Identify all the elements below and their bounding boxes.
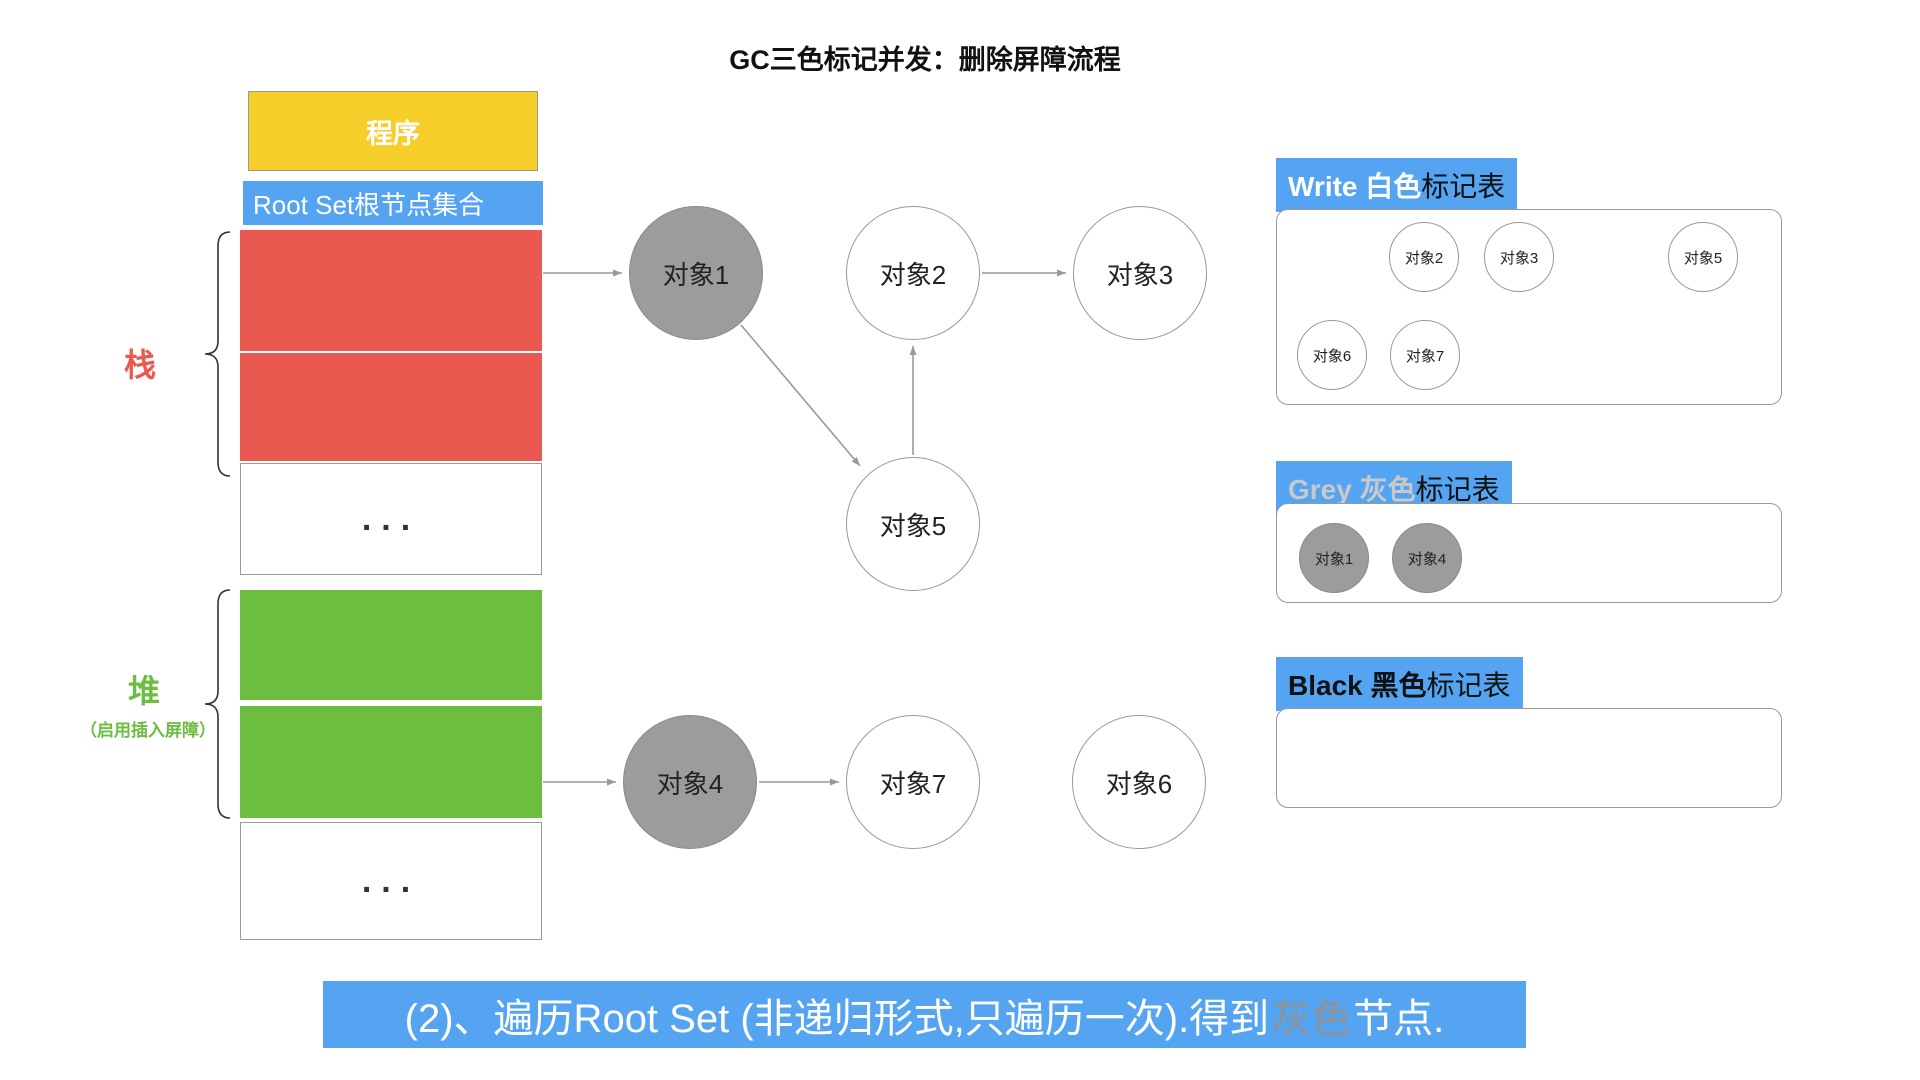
white-table-title: Write 白色 [1288, 171, 1422, 202]
node-obj2: 对象2 [846, 206, 980, 340]
caption-text-1: (2)、遍历Root Set (非递归形式,只遍历一次).得到 [404, 996, 1270, 1041]
grey-table-node-obj1: 对象1 [1299, 523, 1369, 593]
white-table-node-obj2: 对象2 [1389, 222, 1459, 292]
heap-label: 堆 [128, 673, 161, 709]
caption-highlight: 灰色 [1271, 996, 1352, 1041]
white-table-title-suffix: 标记表 [1421, 171, 1506, 202]
node-obj6: 对象6 [1072, 715, 1206, 849]
heap-cell-green-2 [240, 706, 542, 818]
stack-cell-red-2 [240, 353, 542, 461]
black-table-title-suffix: 标记表 [1426, 670, 1511, 701]
node-obj5: 对象5 [846, 457, 980, 591]
caption-banner: (2)、遍历Root Set (非递归形式,只遍历一次).得到灰色节点. [323, 981, 1526, 1048]
grey-table-title: Grey 灰色 [1288, 474, 1416, 505]
stack-cell-red-1 [240, 230, 542, 351]
black-table-title: Black 黑色 [1288, 670, 1427, 701]
diagram-title: GC三色标记并发：删除屏障流程 [729, 45, 1121, 75]
heap-cell-ellipsis: ... [240, 822, 542, 940]
caption-text-2: 节点. [1353, 996, 1445, 1041]
white-table-node-obj7: 对象7 [1390, 320, 1460, 390]
black-table-header: Black 黑色标记表 [1276, 657, 1523, 711]
arrow-obj1-to-obj5 [740, 324, 861, 467]
program-box: 程序 [248, 91, 538, 171]
grey-table-title-suffix: 标记表 [1415, 474, 1500, 505]
node-obj1: 对象1 [629, 206, 763, 340]
white-table-node-obj5: 对象5 [1668, 222, 1738, 292]
white-table-node-obj6: 对象6 [1297, 320, 1367, 390]
white-table-node-obj3: 对象3 [1484, 222, 1554, 292]
grey-table-node-obj4: 对象4 [1392, 523, 1462, 593]
stack-brace [204, 231, 231, 477]
stack-label: 栈 [124, 347, 157, 383]
heap-cell-green-1 [240, 590, 542, 700]
heap-note: （启用插入屏障） [80, 721, 216, 740]
white-table-header: Write 白色标记表 [1276, 158, 1518, 212]
ellipsis-text: ... [361, 499, 421, 538]
stack-cell-ellipsis: ... [240, 463, 542, 575]
ellipsis-text: ... [361, 861, 421, 900]
node-obj7: 对象7 [846, 715, 980, 849]
node-obj3: 对象3 [1073, 206, 1207, 340]
black-table-body [1276, 708, 1782, 808]
root-set-label: Root Set根节点集合 [243, 181, 543, 225]
node-obj4: 对象4 [623, 715, 757, 849]
heap-brace [204, 589, 231, 819]
